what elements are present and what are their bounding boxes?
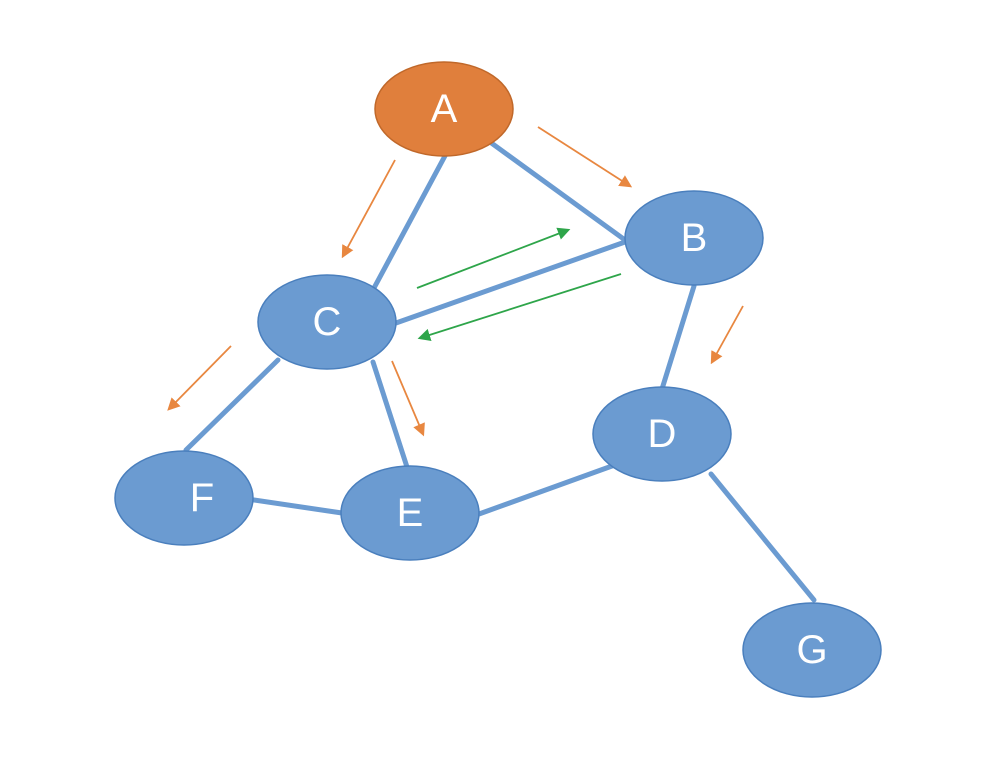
- edge-c-f: [183, 357, 281, 453]
- node-g-label: G: [796, 628, 827, 672]
- node-f[interactable]: F: [114, 450, 254, 546]
- edge-e-d: [476, 463, 615, 517]
- edge-c-e: [370, 359, 410, 470]
- node-d-label: D: [648, 412, 677, 456]
- edge-b-d: [659, 283, 697, 392]
- arrow-c-to-f: [167, 345, 232, 411]
- edge-f-e: [251, 497, 345, 516]
- node-d[interactable]: D: [592, 386, 732, 482]
- edges: [183, 139, 817, 603]
- arrow-b-to-d: [710, 305, 744, 365]
- edge-b-c: [393, 239, 628, 326]
- node-g[interactable]: G: [742, 602, 882, 698]
- nodes: A B C D E F G: [114, 61, 882, 698]
- node-b-label: B: [681, 216, 708, 260]
- arrow-a-to-b: [537, 126, 633, 188]
- arrow-c-to-e: [391, 360, 425, 437]
- arrow-b-to-c: [417, 273, 622, 341]
- edge-a-c: [371, 151, 449, 291]
- node-b[interactable]: B: [624, 190, 764, 286]
- node-a-label: A: [431, 87, 458, 131]
- edge-a-b: [487, 139, 628, 243]
- traversal-arrows: [167, 126, 744, 437]
- node-e-label: E: [397, 491, 424, 535]
- node-a[interactable]: A: [374, 61, 514, 157]
- arrow-a-to-c: [341, 159, 396, 259]
- node-c-label: C: [313, 300, 342, 344]
- node-f-label: F: [190, 476, 214, 520]
- arrow-c-to-b: [416, 227, 571, 289]
- node-c[interactable]: C: [257, 274, 397, 370]
- node-e[interactable]: E: [340, 465, 480, 561]
- edge-d-g: [708, 471, 817, 603]
